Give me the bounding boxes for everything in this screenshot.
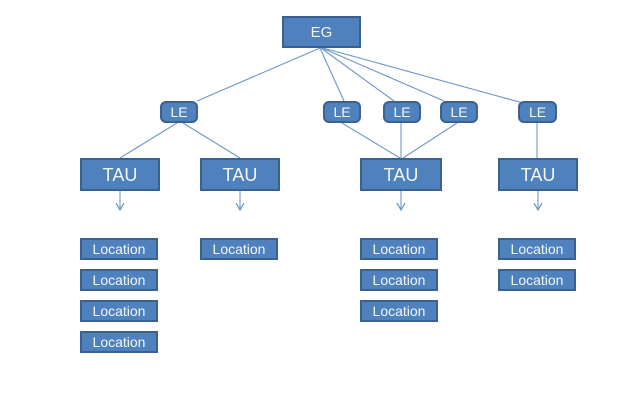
location-node-col1-row3: Location xyxy=(80,300,158,322)
le-node-1: LE xyxy=(160,101,198,123)
edge-le1-tau1 xyxy=(119,122,178,159)
edge-le4-tau3 xyxy=(402,122,458,159)
tau-node-4: TAU xyxy=(498,158,578,191)
edge-le1-tau2 xyxy=(182,122,241,159)
edge-eg-le2 xyxy=(319,47,345,102)
location-node-col2-row1: Location xyxy=(200,238,278,260)
location-node-col3-row2: Location xyxy=(360,269,438,291)
le-node-2: LE xyxy=(323,101,361,123)
location-node-col1-row1: Location xyxy=(80,238,158,260)
location-node-col3-row3: Location xyxy=(360,300,438,322)
le-node-5: LE xyxy=(518,101,557,123)
tau-node-3: TAU xyxy=(360,158,442,191)
location-node-col1-row2: Location xyxy=(80,269,158,291)
edge-eg-le5 xyxy=(322,47,524,104)
location-node-col3-row1: Location xyxy=(360,238,438,260)
tau-node-2: TAU xyxy=(200,158,280,191)
le-node-3: LE xyxy=(383,101,421,123)
location-node-col4-row2: Location xyxy=(498,269,576,291)
edge-eg-le1 xyxy=(196,47,321,102)
le-node-4: LE xyxy=(440,101,478,123)
edge-eg-le3 xyxy=(320,47,395,102)
edge-le2-tau3 xyxy=(341,122,401,159)
location-node-col4-row1: Location xyxy=(498,238,576,260)
eg-node: EG xyxy=(282,16,361,48)
tau-node-1: TAU xyxy=(80,158,160,191)
location-node-col1-row4: Location xyxy=(80,331,158,353)
edge-eg-le4 xyxy=(321,47,445,102)
